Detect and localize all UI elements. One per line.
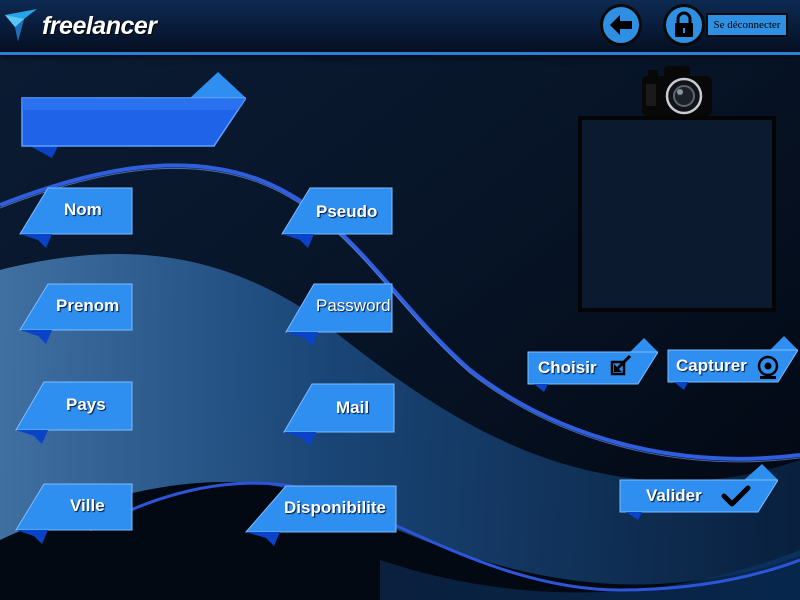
validate-button[interactable]: Valider	[618, 462, 778, 522]
photo-preview	[578, 116, 776, 312]
checkmark-icon	[721, 485, 751, 507]
back-button[interactable]	[600, 4, 642, 46]
padlock-icon	[675, 11, 693, 37]
field-pseudo-label: Pseudo	[316, 202, 378, 221]
field-pays-label: Pays	[66, 395, 106, 414]
field-ville-label: Ville	[70, 496, 105, 515]
top-bar: freelancer Se déconnecter	[0, 0, 800, 55]
field-mail-label: Mail	[336, 398, 370, 417]
validate-label: Valider	[646, 486, 702, 505]
field-nom[interactable]: Nom	[18, 186, 134, 252]
field-disponibilite[interactable]: Disponibilite	[244, 484, 398, 550]
logout-button[interactable]	[663, 4, 705, 46]
arrow-left-icon	[610, 15, 632, 35]
field-nom-label: Nom	[64, 200, 102, 219]
choose-photo-label: Choisir	[538, 358, 597, 377]
logo: freelancer	[4, 6, 157, 46]
field-password[interactable]: Password	[284, 282, 394, 350]
field-mail[interactable]: Mail	[282, 382, 396, 450]
webcam-icon	[757, 355, 779, 379]
form-title-ribbon	[18, 72, 246, 160]
field-prenom-label: Prenom	[56, 296, 120, 315]
choose-photo-button[interactable]: Choisir	[526, 336, 658, 394]
field-prenom[interactable]: Prenom	[18, 282, 134, 348]
logout-label[interactable]: Se déconnecter	[706, 13, 788, 37]
field-pays[interactable]: Pays	[14, 380, 134, 448]
capture-photo-button[interactable]: Capturer	[666, 334, 798, 392]
arrow-down-left-icon	[610, 354, 632, 376]
bird-logo-icon	[5, 9, 37, 41]
field-password-label: Password	[316, 296, 391, 315]
camera-icon	[642, 66, 712, 116]
field-pseudo[interactable]: Pseudo	[280, 186, 394, 252]
field-ville[interactable]: Ville	[14, 482, 134, 548]
logo-text: freelancer	[42, 11, 157, 40]
field-disponibilite-label: Disponibilite	[284, 498, 386, 517]
capture-photo-label: Capturer	[676, 356, 747, 375]
